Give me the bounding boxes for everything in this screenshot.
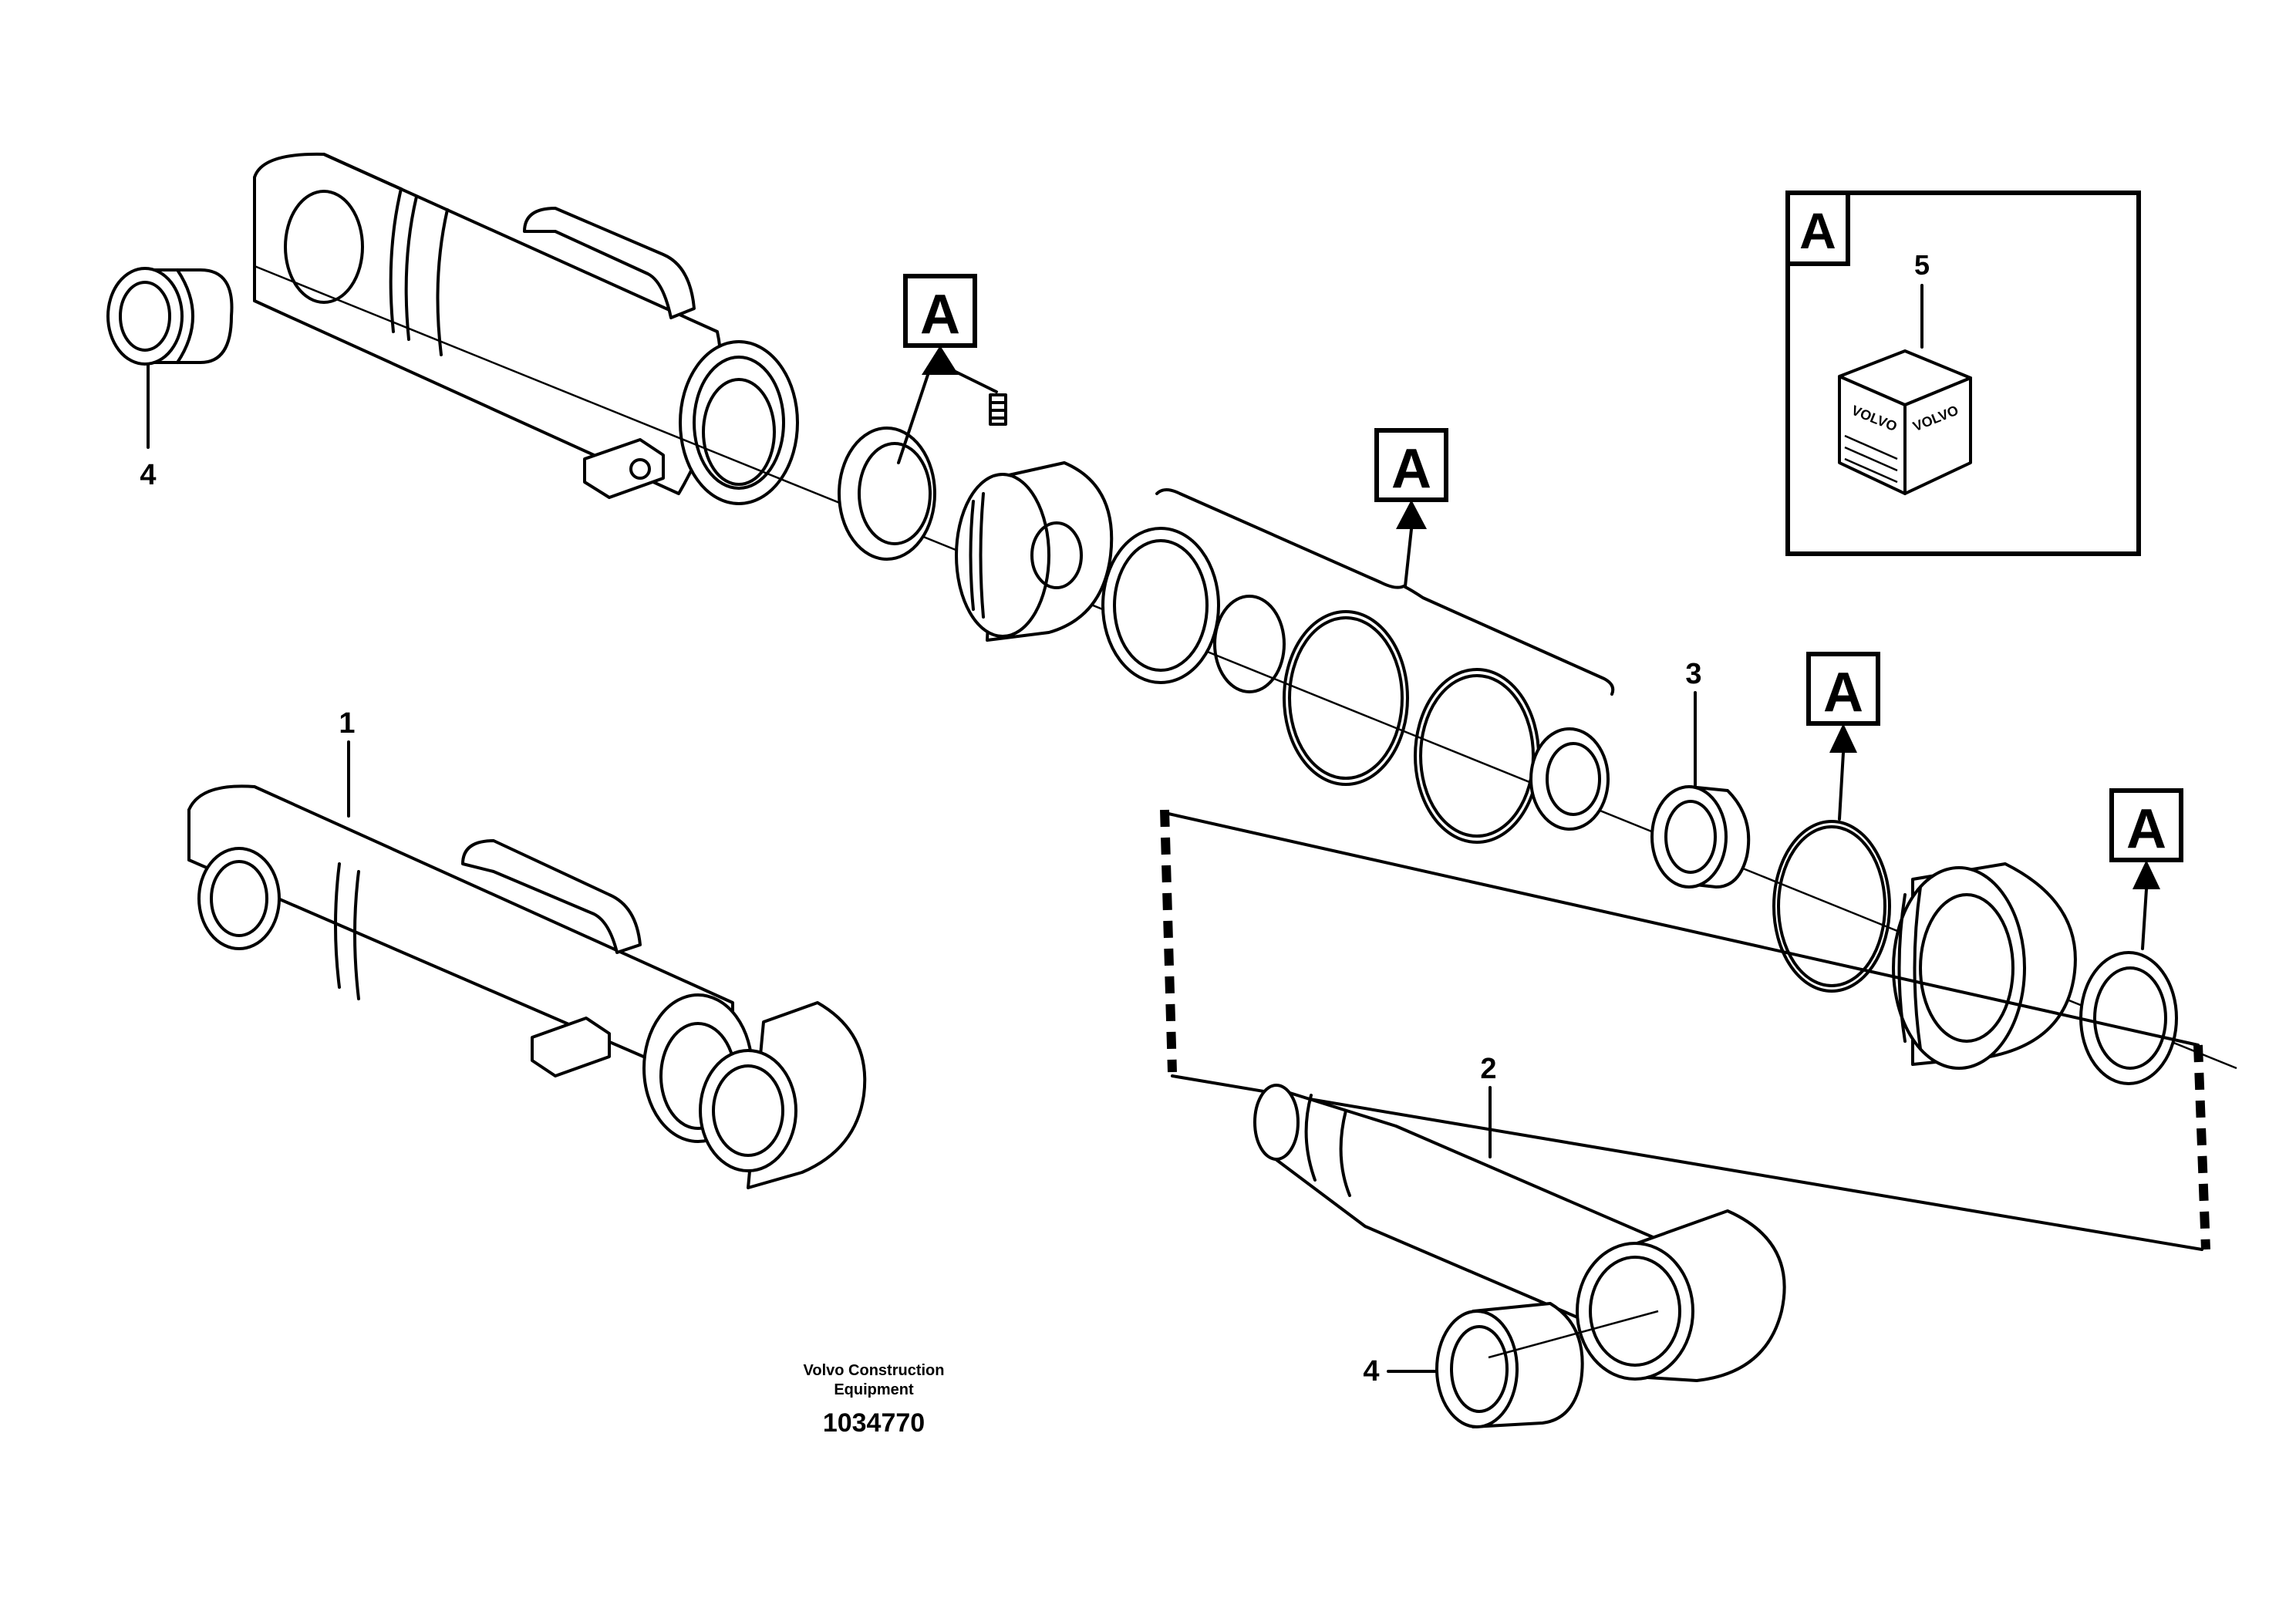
callout-4-bottom[interactable]: 4: [1363, 1355, 1438, 1388]
kit-marker-scraper[interactable]: A: [2109, 788, 2183, 950]
kit-marker-guide-ring[interactable]: A: [897, 274, 998, 464]
footer-brand-line2: Equipment: [834, 1381, 914, 1398]
svg-text:4: 4: [140, 459, 156, 491]
callout-2[interactable]: 2: [1480, 1053, 1497, 1158]
cylinder-head: [1892, 862, 2077, 1070]
seal-kit-package: VOLVO VOLVO: [1838, 349, 1972, 495]
svg-text:A: A: [1823, 662, 1863, 723]
svg-text:3: 3: [1685, 658, 1701, 690]
scraper-ring: [2079, 951, 2178, 1085]
svg-text:A: A: [2126, 798, 2166, 860]
bushing-bottom: [1435, 1302, 1584, 1428]
kit-box: A 5 VOLVO VOLVO: [1785, 191, 2141, 556]
diagram-number: 1034770: [823, 1408, 925, 1438]
set-screw: [989, 393, 1007, 426]
svg-text:A: A: [1391, 438, 1431, 500]
callout-3[interactable]: 3: [1685, 658, 1702, 787]
bushing-3: [1650, 785, 1751, 889]
cylinder-tube-exploded: [253, 152, 799, 505]
o-ring-large-2: [1414, 668, 1540, 844]
seal-ring-1: [1101, 527, 1220, 684]
cylinder-assembled: [187, 784, 867, 1189]
callout-4-top[interactable]: 4: [140, 363, 157, 491]
wiper-ring: [1529, 727, 1610, 831]
piston: [955, 461, 1114, 642]
svg-text:4: 4: [1363, 1355, 1379, 1388]
svg-text:1: 1: [339, 707, 355, 740]
guide-ring: [838, 427, 936, 561]
kit-box-item-number: 5: [1914, 249, 1930, 281]
bushing-top-left: [106, 267, 234, 366]
kit-marker-seal-group[interactable]: A: [1374, 428, 1448, 588]
svg-text:A: A: [920, 284, 960, 346]
o-ring-large-1: [1283, 610, 1409, 786]
seal-group-brace: [1155, 488, 1615, 696]
kit-marker-head-oring[interactable]: A: [1806, 652, 1880, 821]
o-ring-small: [1213, 595, 1286, 693]
rod-group-outline: [1160, 809, 2210, 1251]
kit-box-label: A: [1799, 202, 1836, 259]
callout-1[interactable]: 1: [339, 707, 356, 818]
footer-brand-line1: Volvo Construction: [804, 1362, 945, 1379]
piston-rod: [1253, 1084, 1786, 1382]
svg-text:2: 2: [1480, 1053, 1496, 1085]
o-ring-cylinder-head: [1772, 820, 1891, 993]
